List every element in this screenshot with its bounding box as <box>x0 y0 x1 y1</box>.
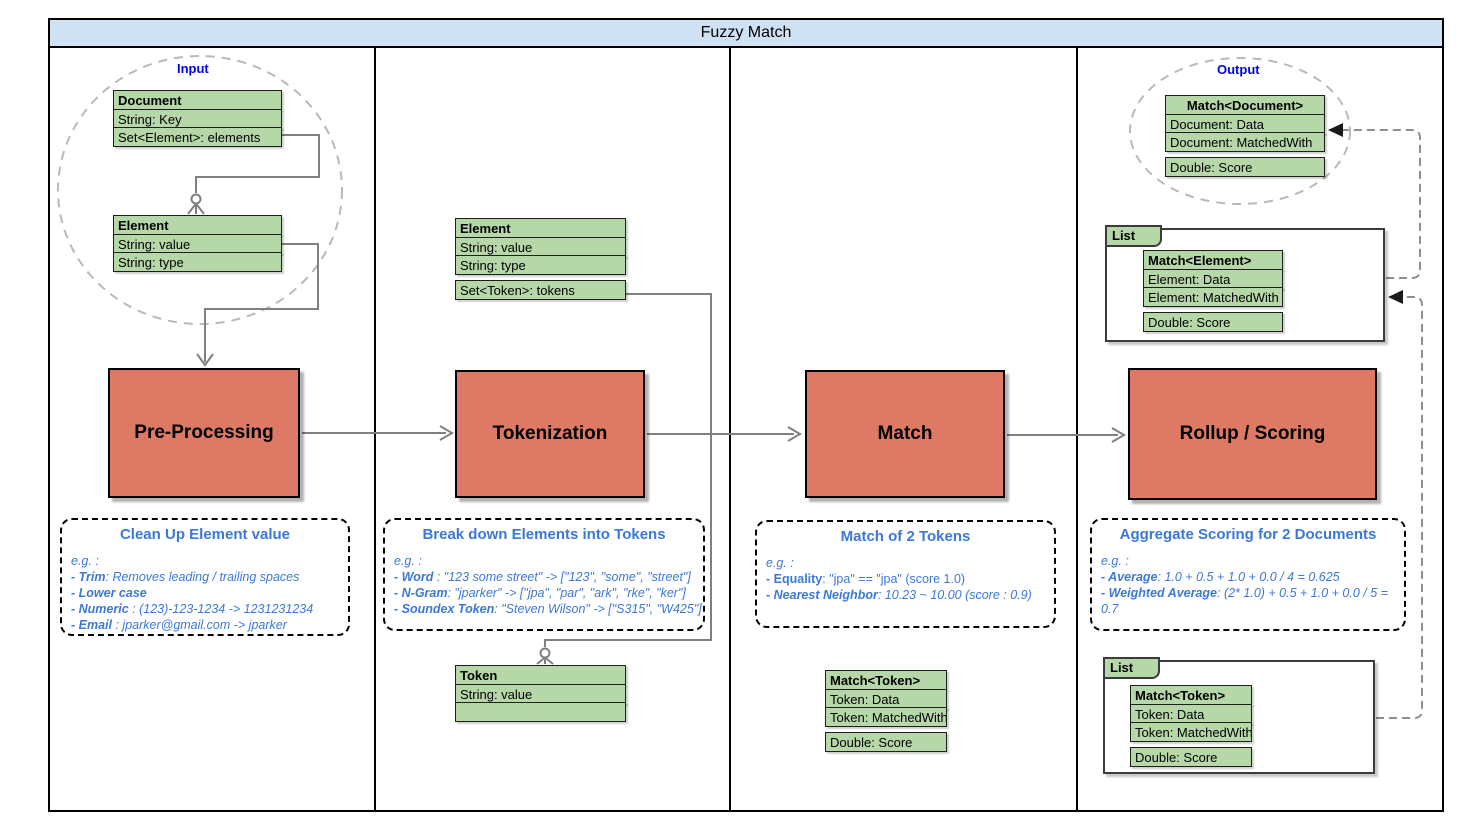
document-table-row: String: Key <box>113 108 282 129</box>
note-line: e.g. : <box>394 554 422 568</box>
note-line: e.g. : <box>766 556 794 570</box>
diagram-title: Fuzzy Match <box>700 24 792 41</box>
match-document-table-row: Document: Data <box>1165 113 1325 134</box>
list-element-folder-tab: List <box>1105 225 1162 247</box>
token-table-row: String: value <box>455 683 626 704</box>
note-line: e.g. : <box>1101 554 1129 568</box>
match-token-list-table-row: Double: Score <box>1130 747 1252 767</box>
match-note: Match of 2 Tokens e.g. : - Equality: "jp… <box>755 520 1056 628</box>
note-line: - Average: 1.0 + 0.5 + 1.0 + 0.0 / 4 = 0… <box>1101 570 1340 584</box>
match-document-table-row: Double: Score <box>1165 157 1325 177</box>
note-line: - Weighted Average: (2* 1.0) + 0.5 + 1.0… <box>1101 586 1388 616</box>
match-document-table-header: Match<Document> <box>1165 95 1325 115</box>
tokenization-step-label: Tokenization <box>492 423 608 444</box>
match-token-table-row: Token: Data <box>825 688 947 709</box>
note-line: - Word : "123 some street" -> ["123", "s… <box>394 570 691 584</box>
aggregate-note: Aggregate Scoring for 2 Documents e.g. :… <box>1090 518 1406 631</box>
element-input-table-header: Element <box>113 215 282 235</box>
match-element-table-row: Double: Score <box>1143 312 1283 332</box>
preprocessing-step-label: Pre-Processing <box>134 422 274 443</box>
match-step-box: Match <box>805 370 1005 498</box>
element-tokens-table-row: Set<Token>: tokens <box>455 280 626 300</box>
document-table-row: Set<Element>: elements <box>113 127 282 147</box>
breakdown-note: Break down Elements into Tokens e.g. : -… <box>383 518 705 631</box>
cleanup-note: Clean Up Element value e.g. : - Trim: Re… <box>60 518 350 636</box>
match-document-table-row: Document: MatchedWith <box>1165 132 1325 152</box>
token-class-table: Token String: value <box>455 665 626 722</box>
match-token-table-header: Match<Token> <box>825 670 947 690</box>
tokenization-step-box: Tokenization <box>455 370 645 498</box>
match-token-list-table-row: Token: MatchedWith <box>1130 722 1252 742</box>
cleanup-note-title: Clean Up Element value <box>119 526 291 543</box>
aggregate-note-title: Aggregate Scoring for 2 Documents <box>1119 526 1377 543</box>
element-input-table-row: String: value <box>113 233 282 254</box>
match-token-table-row: Token: MatchedWith <box>825 707 947 727</box>
preprocessing-step-box: Pre-Processing <box>108 368 300 498</box>
note-line: - Equality: "jpa" == "jpa" (score 1.0) <box>766 572 966 586</box>
match-element-table-row: Element: Data <box>1143 268 1283 289</box>
match-element-class-table: Match<Element> Element: Data Element: Ma… <box>1143 250 1283 332</box>
match-token-list-class-table: Match<Token> Token: Data Token: MatchedW… <box>1130 685 1252 767</box>
lane-divider-1 <box>374 46 376 810</box>
diagram-title-band: Fuzzy Match <box>48 18 1444 48</box>
match-element-table-row: Element: MatchedWith <box>1143 287 1283 307</box>
token-table-row <box>455 702 626 722</box>
note-line: - Trim: Removes leading / trailing space… <box>71 570 300 584</box>
note-line: - Nearest Neighbor: 10.23 ~ 10.00 (score… <box>766 588 1032 602</box>
element-tokens-table-row: String: value <box>455 236 626 257</box>
note-line: - Numeric : (123)-123-1234 -> 1231231234 <box>71 602 314 616</box>
match-token-list-table-header: Match<Token> <box>1130 685 1252 705</box>
note-line: - N-Gram: "jparker" -> ["jpa", "par", "a… <box>394 586 686 600</box>
element-tokens-table-row: String: type <box>455 255 626 275</box>
document-class-table: Document String: Key Set<Element>: eleme… <box>113 90 282 147</box>
match-document-class-table: Match<Document> Document: Data Document:… <box>1165 95 1325 177</box>
element-input-class-table: Element String: value String: type <box>113 215 282 272</box>
input-zone-label: Input <box>172 61 214 76</box>
breakdown-note-title: Break down Elements into Tokens <box>422 526 666 543</box>
element-tokens-class-table: Element String: value String: type Set<T… <box>455 218 626 300</box>
match-note-title: Match of 2 Tokens <box>840 528 971 545</box>
note-line: e.g. : <box>71 554 99 568</box>
element-tokens-table-header: Element <box>455 218 626 238</box>
note-line: - Lower case <box>71 586 147 600</box>
token-table-header: Token <box>455 665 626 685</box>
match-token-list-table-row: Token: Data <box>1130 703 1252 724</box>
document-table-header: Document <box>113 90 282 110</box>
match-element-table-header: Match<Element> <box>1143 250 1283 270</box>
note-line: - Soundex Token: "Steven Wilson" -> ["S3… <box>394 602 702 616</box>
element-input-table-row: String: type <box>113 252 282 272</box>
list-token-folder-tab: List <box>1103 657 1160 679</box>
match-token-class-table: Match<Token> Token: Data Token: MatchedW… <box>825 670 947 752</box>
lane-divider-3 <box>1076 46 1078 810</box>
match-token-table-row: Double: Score <box>825 732 947 752</box>
output-zone-label: Output <box>1212 62 1265 77</box>
match-step-label: Match <box>877 423 933 444</box>
note-line: - Email : jparker@gmail.com -> jparker <box>71 618 287 632</box>
rollup-step-label: Rollup / Scoring <box>1179 423 1326 444</box>
lane-divider-2 <box>729 46 731 810</box>
rollup-step-box: Rollup / Scoring <box>1128 368 1377 500</box>
